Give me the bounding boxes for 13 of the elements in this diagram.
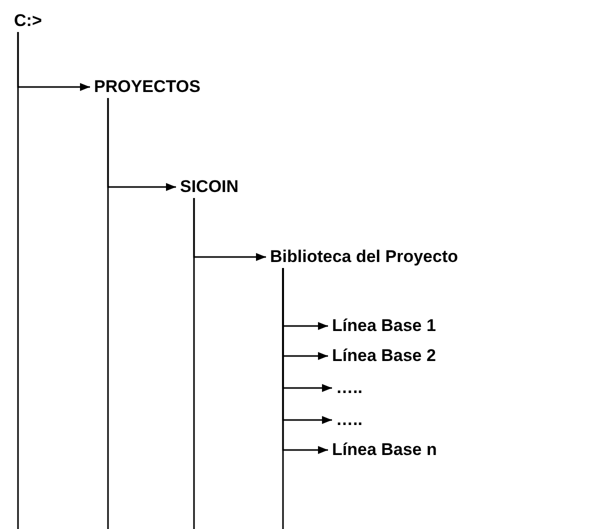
folder-label: C:> bbox=[12, 10, 44, 32]
arrow bbox=[282, 268, 328, 454]
folder-label: ….. bbox=[334, 409, 364, 431]
arrow bbox=[193, 198, 266, 261]
folder-label: PROYECTOS bbox=[92, 76, 202, 98]
folder-label: Línea Base 2 bbox=[330, 345, 438, 367]
folder-label: ….. bbox=[334, 377, 364, 399]
folder-label: Línea Base n bbox=[330, 439, 439, 461]
folder-label: SICOIN bbox=[178, 176, 241, 198]
arrow bbox=[17, 32, 90, 91]
folder-label: Biblioteca del Proyecto bbox=[268, 246, 460, 268]
arrow bbox=[107, 98, 176, 191]
folder-label: Línea Base 1 bbox=[330, 315, 438, 337]
